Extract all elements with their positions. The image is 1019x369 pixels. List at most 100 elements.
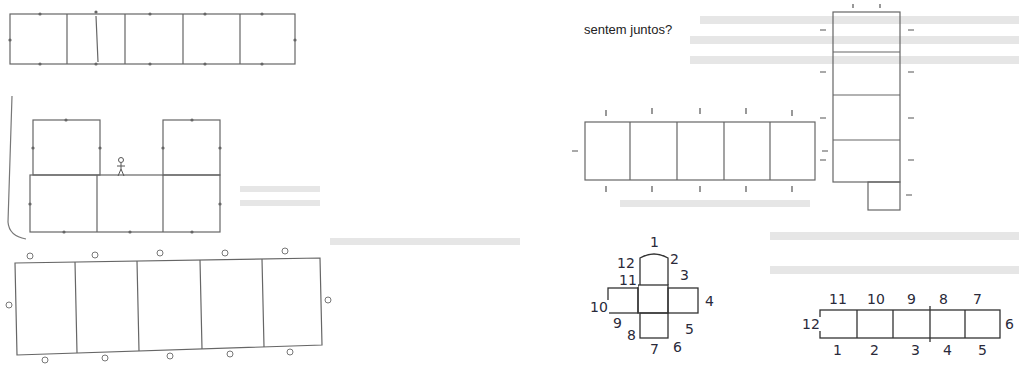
vertical-strip — [833, 12, 900, 182]
callout-number: 3 — [679, 268, 690, 282]
u-shape-squares — [97, 175, 163, 232]
perimeter-dots — [260, 12, 263, 15]
open-circles — [325, 297, 331, 303]
slanted-strip — [15, 258, 322, 355]
callout-number: 11 — [618, 273, 638, 287]
u-shape-dots — [218, 202, 221, 205]
tick-marks — [572, 150, 828, 151]
perimeter-dots — [8, 38, 11, 41]
open-circles — [287, 349, 293, 355]
u-shape-dots — [98, 146, 101, 149]
tick-marks — [606, 186, 792, 192]
perimeter-dots — [148, 62, 151, 65]
u-shape-dots — [64, 118, 67, 121]
callout-number: 5 — [684, 322, 695, 336]
horizontal-strip — [585, 122, 815, 180]
callout-number: 9 — [612, 316, 623, 330]
open-circles — [222, 250, 228, 256]
u-shape-squares — [30, 120, 220, 232]
callout-number: 1 — [832, 343, 843, 357]
bleed-through-text — [240, 16, 1019, 274]
callout-number: 7 — [649, 342, 660, 356]
tick-marks — [820, 4, 880, 160]
callout-number: 11 — [828, 292, 848, 306]
stick-figure — [117, 163, 125, 176]
u-shape-squares — [163, 120, 220, 175]
open-circles — [6, 302, 12, 308]
cross-net — [640, 254, 668, 285]
numbered-strip — [820, 306, 1000, 342]
bleed-through-text — [770, 266, 1019, 274]
bleed-through-text — [690, 36, 1019, 44]
callout-number: 4 — [942, 343, 953, 357]
strip-five-squares — [10, 14, 295, 64]
callout-number: 6 — [672, 340, 683, 354]
perimeter-dots — [94, 62, 97, 65]
open-circles — [157, 250, 163, 256]
horizontal-strip — [630, 122, 770, 180]
bleed-through-text — [240, 200, 320, 206]
sheet-edge-curve — [8, 96, 26, 239]
bleed-through-text — [620, 200, 810, 207]
callout-number: 3 — [910, 343, 921, 357]
perimeter-dots — [38, 12, 41, 15]
cross-net — [668, 288, 698, 313]
perimeter-dots — [203, 62, 206, 65]
u-shape-dots — [128, 230, 131, 233]
open-circles — [27, 253, 33, 259]
slanted-strip — [15, 258, 322, 355]
bleed-through-text — [240, 186, 320, 192]
sheet-edge-curve — [8, 96, 26, 239]
open-circles — [227, 351, 233, 357]
tick-marks — [606, 108, 792, 116]
sheet-text: sentem juntos? — [583, 23, 673, 36]
callout-number: 8 — [626, 328, 637, 342]
callout-number: 6 — [1004, 317, 1015, 331]
perimeter-dots — [94, 10, 97, 13]
callout-number: 8 — [938, 292, 949, 306]
bleed-through-text — [770, 232, 1019, 240]
bleed-through-text — [690, 56, 1019, 64]
open-circles — [167, 353, 173, 359]
u-shape-squares — [33, 120, 100, 175]
vertical-strip — [868, 182, 900, 210]
u-shape-dots — [62, 230, 65, 233]
perimeter-dots — [203, 12, 206, 15]
u-shape-squares — [30, 175, 220, 232]
u-shape-dots — [28, 118, 221, 233]
bleed-through-text — [330, 238, 520, 245]
cross-net — [640, 313, 668, 338]
u-shape-dots — [190, 118, 193, 121]
callout-number: 4 — [704, 294, 715, 308]
cross-net — [608, 288, 638, 313]
open-circles — [92, 252, 98, 258]
tick-marks — [906, 30, 914, 195]
callout-number: 1 — [649, 235, 660, 249]
cross-net — [638, 285, 668, 313]
callout-number: 12 — [616, 256, 636, 270]
callout-number: 7 — [972, 292, 983, 306]
stick-figure — [117, 158, 125, 177]
numbered-strip — [857, 306, 965, 342]
strip-five-squares — [67, 14, 240, 64]
callout-number: 2 — [869, 343, 880, 357]
u-shape-dots — [161, 146, 164, 149]
bleed-through-text — [700, 16, 1019, 24]
callout-number: 5 — [977, 343, 988, 357]
open-circles — [282, 248, 288, 254]
perimeter-dots — [8, 10, 296, 65]
open-circles — [6, 248, 331, 363]
u-shape-dots — [28, 202, 31, 205]
perimeter-dots — [260, 62, 263, 65]
vertical-strip — [833, 52, 900, 140]
open-circles — [42, 357, 48, 363]
u-shape-dots — [218, 146, 221, 149]
callout-number: 9 — [906, 292, 917, 306]
perimeter-dots — [38, 62, 41, 65]
perimeter-dots — [293, 38, 296, 41]
callout-number: 2 — [669, 252, 680, 266]
callout-number: 10 — [589, 300, 609, 314]
callout-number: 12 — [801, 317, 821, 331]
